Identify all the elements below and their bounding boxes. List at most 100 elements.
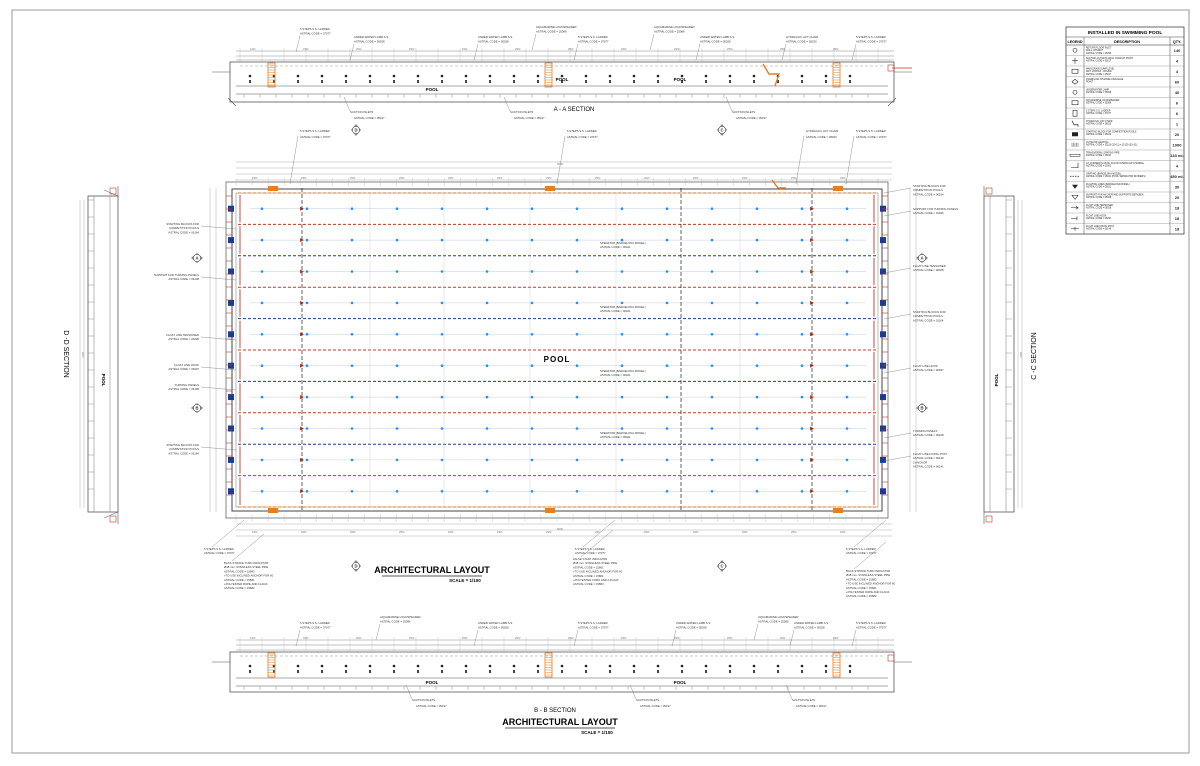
legend-description: POINT bbox=[1086, 82, 1094, 84]
return-inlet-icon bbox=[800, 395, 804, 399]
aa-section-title: A - A SECTION bbox=[554, 107, 595, 113]
bb-pool-label-2: POOL bbox=[674, 680, 687, 685]
dim-value: 1200 bbox=[250, 637, 256, 640]
return-inlet-icon bbox=[305, 490, 309, 493]
callout-name: 5 STEPS S.S. LADDER bbox=[856, 35, 886, 39]
legend-description: ASTRAL CODE = 35118 bbox=[1086, 154, 1112, 157]
callout-name: UNDER WATER LAMB S.S. bbox=[676, 621, 711, 625]
fitting-icon bbox=[728, 664, 732, 668]
leader-line bbox=[531, 33, 537, 51]
return-inlet-icon bbox=[845, 364, 849, 368]
bottom-callout: Ø48 mm. STAINLESS STEEL PIPE bbox=[846, 573, 890, 577]
section-marker-letter: D bbox=[354, 564, 357, 569]
return-inlet-icon bbox=[845, 238, 849, 242]
return-inlet-icon bbox=[710, 270, 714, 273]
leader-line bbox=[781, 43, 787, 61]
legend-quantity: 6 bbox=[1176, 111, 1179, 116]
dim-value: 2500 bbox=[356, 637, 362, 640]
dim-value: 2500 bbox=[833, 48, 839, 51]
fitting-icon bbox=[321, 80, 323, 83]
leader-line bbox=[785, 684, 793, 700]
legend-quantity: 450 ml. bbox=[1170, 174, 1184, 179]
bottom-callout: ASTRAL CODE = 15882 bbox=[846, 594, 877, 598]
return-inlet-icon bbox=[710, 395, 714, 399]
dim-value: 1500 bbox=[252, 531, 258, 534]
return-inlet-icon bbox=[755, 270, 759, 273]
legend-description: ASTRAL CODE = 05017 bbox=[1086, 60, 1112, 63]
legend-quantity: 60 bbox=[1175, 79, 1180, 84]
return-inlet-icon bbox=[350, 301, 354, 305]
fitting-icon bbox=[392, 74, 396, 78]
starting-block-icon bbox=[228, 394, 234, 401]
right-callout: COMPETITION POOLS bbox=[913, 314, 943, 318]
return-inlet-icon bbox=[530, 490, 534, 493]
dim-value: 2500 bbox=[301, 531, 307, 534]
return-inlet-icon bbox=[350, 270, 354, 273]
legend-description: HYDRAULIC LIFT CHAIR bbox=[1086, 120, 1113, 123]
separator-label: SPERATOR (BARCELONA MODEL) bbox=[600, 369, 646, 373]
leader-line bbox=[289, 135, 299, 185]
legend-description: ASTRAL CODE = 07077 bbox=[1086, 112, 1112, 115]
leader-line bbox=[845, 135, 855, 185]
callout-code: ASTRAL CODE = 05017 bbox=[736, 116, 767, 120]
cc-section-title: C -C SECTION bbox=[1031, 332, 1038, 379]
return-inlet-icon bbox=[845, 395, 849, 399]
right-callout: FLOAT LINE TENSIONER bbox=[913, 264, 946, 268]
fitting-icon bbox=[345, 670, 347, 673]
bottom-callout: ASTRAL CODE = 15883 bbox=[846, 577, 877, 581]
dim-value: 2500 bbox=[595, 177, 601, 180]
return-inlet-icon bbox=[755, 238, 759, 242]
starting-block-icon bbox=[228, 331, 234, 338]
return-inlet-icon bbox=[710, 238, 714, 242]
fitting-icon bbox=[632, 664, 636, 668]
legend-description: FLOAT LINE TENSIONER bbox=[1086, 204, 1113, 207]
bottom-callout: ASTRAL CODE = 15882 bbox=[224, 586, 255, 590]
return-inlet-icon bbox=[305, 333, 309, 336]
bb-pool-outline bbox=[229, 651, 895, 693]
return-inlet-icon bbox=[845, 458, 849, 462]
callout-name: UNDER WATER LAMB S.S. bbox=[794, 621, 829, 625]
right-callout: ASTRAL CODE = 06141 bbox=[913, 465, 944, 469]
fitting-icon bbox=[824, 664, 828, 668]
return-inlet-icon bbox=[485, 270, 489, 273]
fitting-icon bbox=[657, 80, 659, 83]
fitting-icon bbox=[584, 664, 588, 668]
fitting-icon bbox=[825, 670, 827, 673]
legend-description: ASTRAL CODE = 06164 bbox=[1086, 133, 1112, 136]
fitting-icon bbox=[393, 670, 395, 673]
starting-block-icon bbox=[880, 268, 886, 275]
return-inlet-icon bbox=[665, 333, 669, 336]
return-inlet-icon bbox=[350, 364, 354, 368]
bottom-callout: ASTRAL CODE = 07077 bbox=[846, 551, 877, 555]
left-callout: ASTRAL CODE = 06097 bbox=[168, 367, 199, 371]
return-inlet-icon bbox=[845, 301, 849, 305]
return-inlet-icon bbox=[395, 427, 399, 430]
dim-value: 1200 bbox=[250, 48, 256, 51]
callout-name: SUCTION INLETS bbox=[350, 110, 373, 114]
left-callout: ASTRAL CODE = 06164 bbox=[168, 451, 199, 455]
return-inlet-icon bbox=[350, 427, 354, 430]
legend-description: GY CORNER PLASTIC FLOOR OVERFLOW CHANNEL bbox=[1086, 162, 1145, 165]
return-inlet-icon bbox=[530, 395, 534, 399]
right-callout: ASTRAL CODE = 06028 bbox=[913, 268, 944, 272]
fitting-icon bbox=[609, 80, 611, 83]
dim-value: 2500 bbox=[448, 531, 454, 534]
starting-block-icon bbox=[880, 299, 886, 306]
leader-line bbox=[649, 33, 655, 51]
callout-code: ASTRAL CODE = 07077 bbox=[567, 135, 598, 139]
return-inlet-icon bbox=[800, 427, 804, 430]
callout-code: ASTRAL CODE = 07077 bbox=[856, 40, 887, 44]
return-inlet-icon bbox=[755, 458, 759, 462]
return-inlet-icon bbox=[575, 395, 579, 399]
legend-description: ASTRAL CODE = 05028 bbox=[1086, 91, 1112, 94]
leader-line bbox=[883, 267, 912, 274]
return-inlet-icon bbox=[620, 270, 624, 273]
fitting-icon bbox=[680, 74, 684, 78]
fitting-icon bbox=[320, 74, 324, 78]
callout-code: ASTRAL CODE = 25086 bbox=[380, 620, 411, 624]
return-inlet-icon bbox=[485, 427, 489, 430]
dim-value: 2500 bbox=[568, 48, 574, 51]
bottom-callout: ASTRAL CODE = 07077 bbox=[204, 551, 235, 555]
starting-block-icon bbox=[880, 456, 886, 463]
